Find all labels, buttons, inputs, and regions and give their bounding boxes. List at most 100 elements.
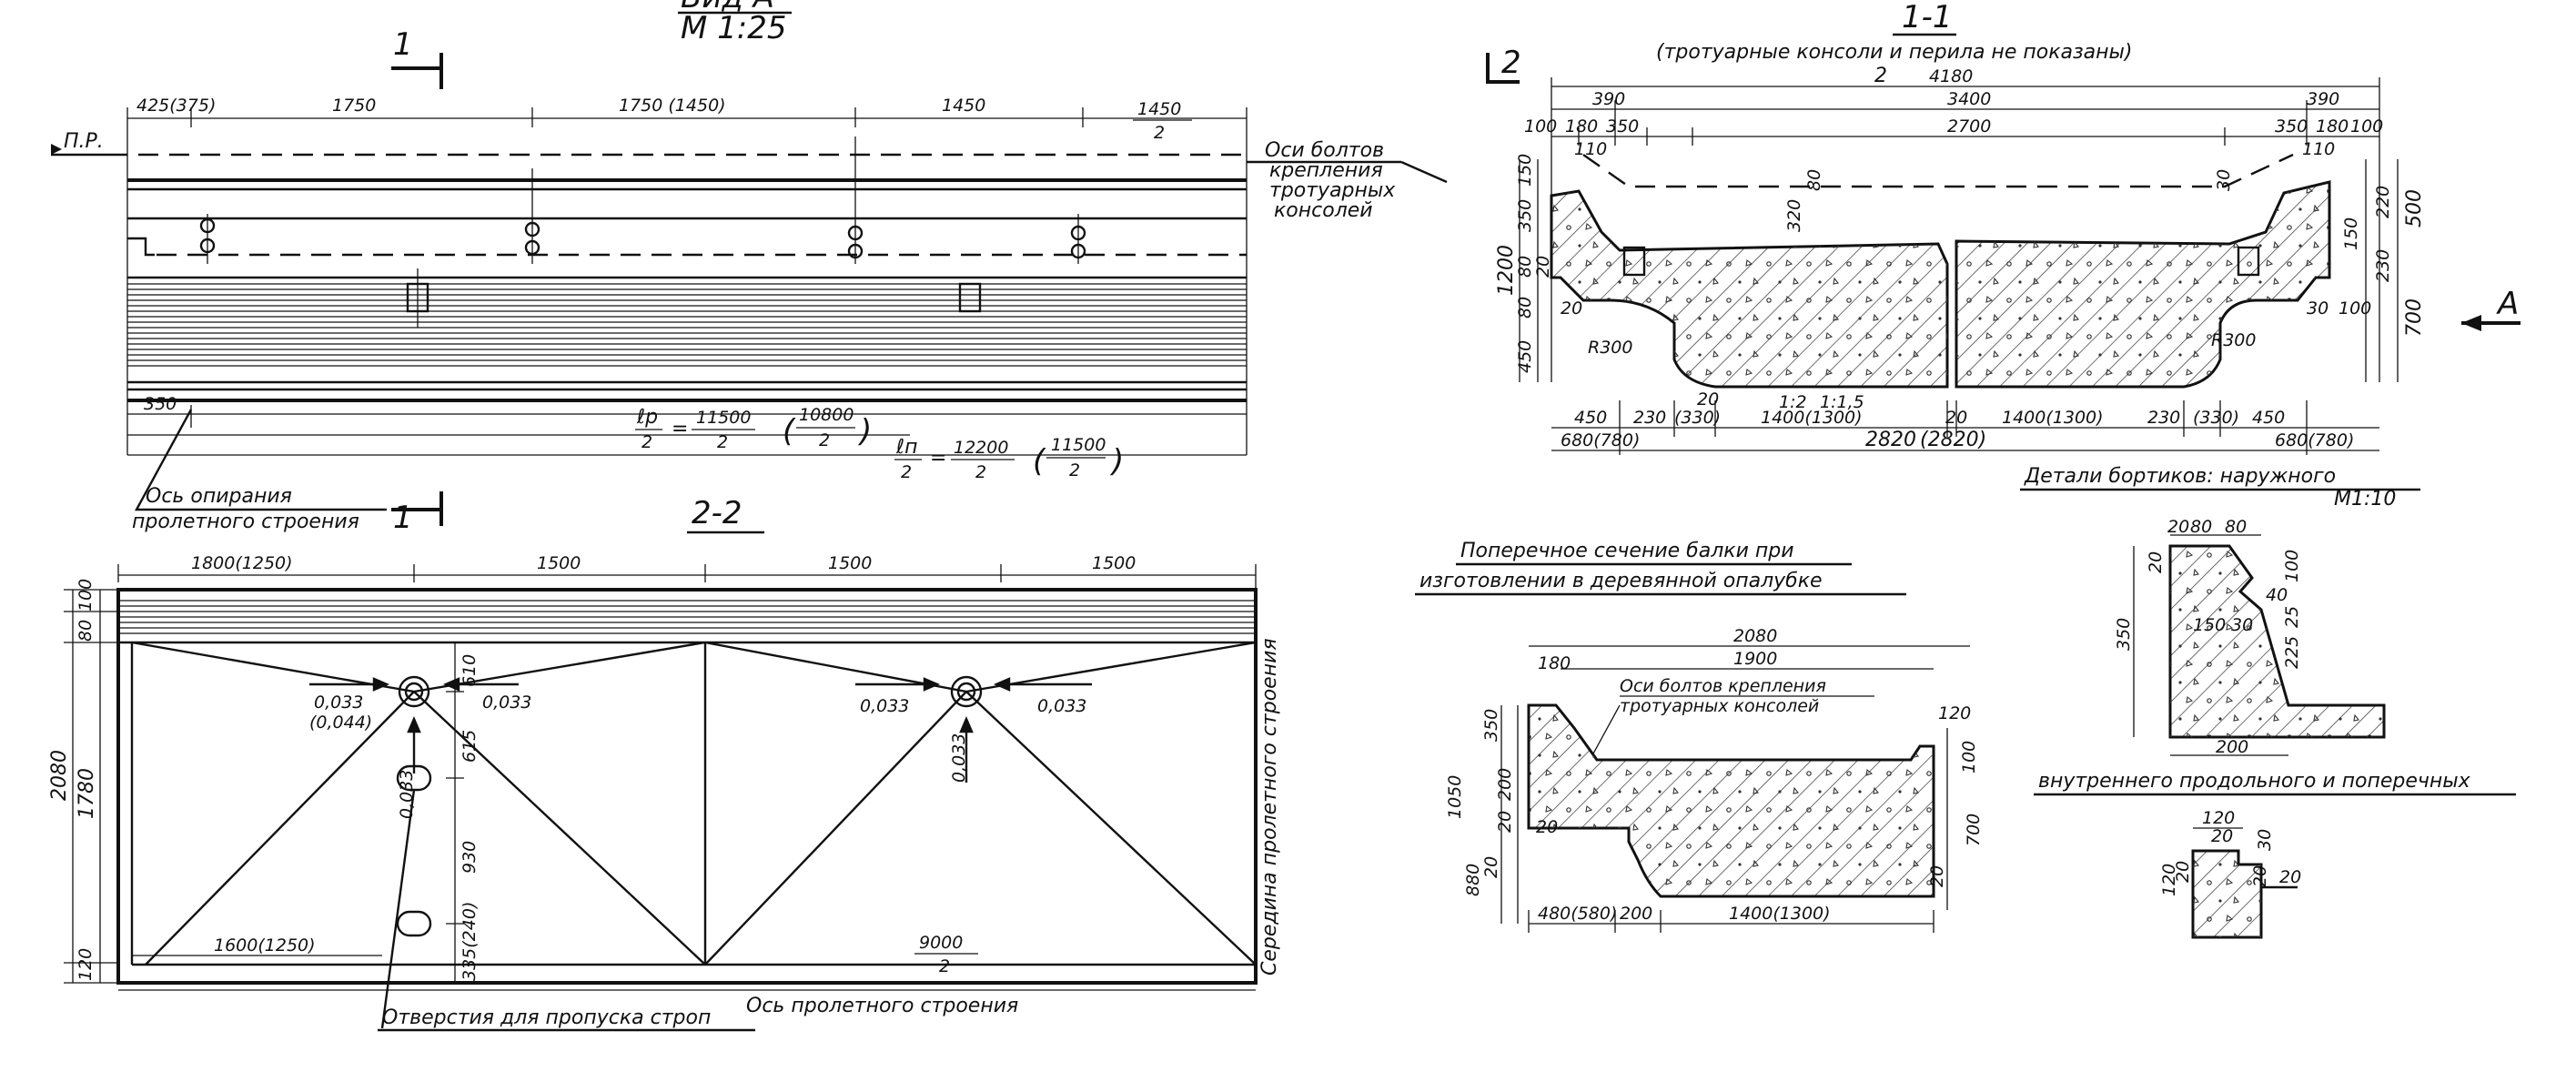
side-dim: 1750 (1450) <box>619 96 726 116</box>
wooden-formwork-section: Поперечное сечение балки при изготовлени… <box>1415 540 1984 933</box>
slope-label: 1:2 <box>1779 392 1807 412</box>
sec-inner-dim: 100 <box>2339 298 2371 318</box>
plan-deck-outline <box>116 588 1258 985</box>
sec-dim: 390 <box>1592 89 1625 109</box>
sec-bottom-dim: 450 <box>2252 408 2285 428</box>
wooden-left-dim: 1050 <box>1445 775 1465 819</box>
wooden-left-dim: 880 <box>1463 864 1483 896</box>
hole-dim: 615 <box>460 730 480 763</box>
slope-label: 0,033 <box>949 733 969 783</box>
slope-label: 0,033 <box>860 696 909 716</box>
curb-details: Детали бортиков: наружного М1:10 20 80 8… <box>2020 465 2516 939</box>
sec-inner-dim: 320 <box>1784 199 1804 232</box>
curb-dim: 350 <box>2114 618 2134 651</box>
sec-inner-dim: 110 <box>2302 139 2335 159</box>
wooden-bottom-dim: 200 <box>1620 904 1652 924</box>
curb-dim: 20 <box>2146 551 2166 573</box>
sling-leader <box>380 789 416 1029</box>
hole-dim: 930 <box>460 841 480 874</box>
cut-mark-2-small: 2 <box>1874 65 1887 87</box>
sec-bottom-dim: 450 <box>1574 408 1607 428</box>
curb-dim: 80 <box>2190 517 2212 537</box>
svg-text:ℓр: ℓр <box>636 406 658 429</box>
svg-text:2: 2 <box>717 432 728 452</box>
sec-overall-dim: 680(780) <box>2275 430 2354 450</box>
sec-dim: 100 <box>2350 116 2383 136</box>
sec-vdim: 700 <box>2403 298 2426 337</box>
sec-bottom-dim: 230 <box>1633 408 1666 428</box>
sec-bottom-dim: (330) <box>1674 408 1721 428</box>
plan-vdim: 2080 <box>48 750 71 801</box>
sec-overall-dim: 2820 <box>1865 429 1916 451</box>
wooden-dim: 2080 <box>1733 626 1777 646</box>
sec-dim: 390 <box>2307 89 2339 109</box>
curb-inner-dim: 30 <box>2255 829 2275 851</box>
curb-dim: 40 <box>2266 585 2288 605</box>
sec-inner-dim: 30 <box>2307 298 2329 318</box>
wooden-left-dim: 200 <box>1495 768 1515 801</box>
lifting-loop <box>958 282 982 313</box>
bolt-axes-label: Оси болтов крепления тротуарных консолей <box>1247 139 1448 222</box>
wooden-left-dim: 350 <box>1481 709 1501 742</box>
wooden-right-dim: 100 <box>1959 741 1979 774</box>
wooden-left-dim: 20 <box>1495 811 1515 833</box>
support-axis-label: пролетного строения <box>132 511 359 533</box>
sec-overall-dim: 680(780) <box>1561 430 1640 450</box>
wooden-title: Поперечное сечение балки при <box>1460 540 1794 562</box>
bolt-markers <box>199 217 1086 259</box>
level-mark-label: П.Р. <box>64 130 104 153</box>
svg-text:2: 2 <box>901 462 912 482</box>
svg-text:крепления: крепления <box>1269 159 1383 182</box>
sec-dim: 4180 <box>1929 66 1973 86</box>
support-axis-label: Ось опирания <box>146 485 292 508</box>
sec-inner-dim: 20 <box>1561 298 1582 318</box>
sec-bottom-dim: 230 <box>2147 408 2180 428</box>
svg-text:11500: 11500 <box>1051 435 1106 455</box>
curb-dim: 150 <box>2193 615 2226 635</box>
top-header: Вид А М 1:25 <box>678 0 792 46</box>
sec-dim: 2700 <box>1947 116 1991 136</box>
side-dim: 1750 <box>332 96 376 116</box>
plan-vdim: 120 <box>76 948 96 981</box>
sec-vdim: 1200 <box>1495 245 1518 296</box>
curb-inner-dim: 20 <box>2279 867 2301 887</box>
sec-vdim: 450 <box>1515 340 1535 373</box>
cut-mark-1-bottom-arrow <box>391 491 443 526</box>
cut-mark-1-top: 1 <box>393 26 413 63</box>
svg-text:12200: 12200 <box>954 438 1008 458</box>
plan-dim: 1500 <box>1092 553 1136 573</box>
sec-bottom-dim: 1400(1300) <box>1761 408 1863 428</box>
plan-vdim: 1780 <box>76 768 98 819</box>
sec-dim: 350 <box>1606 116 1639 136</box>
sec-dim: 3400 <box>1947 89 1991 109</box>
sec-vdim: 80 <box>1515 256 1535 278</box>
sec-vdim: 230 <box>2373 249 2393 282</box>
lp2-formula: ℓп 2 = 12200 2 ( 11500 2 ) <box>894 435 1124 482</box>
plan-dim: 1500 <box>828 553 872 573</box>
slope-lines <box>131 641 1257 966</box>
svg-text:=: = <box>672 418 688 440</box>
wooden-title: изготовлении в деревянной опалубке <box>1419 570 1823 592</box>
sec-vdim: 220 <box>2373 186 2393 218</box>
sling-holes-label: Отверстия для пропуска строп <box>382 1006 711 1029</box>
section-subtitle: (тротуарные консоли и перила не показаны… <box>1656 41 2132 64</box>
slope-label: 0,033 <box>482 693 531 713</box>
view-label: Вид А <box>681 0 774 15</box>
curb-dim: 30 <box>2231 615 2253 635</box>
sec-inner-dim: 30 <box>2214 169 2234 191</box>
curb-bolt <box>1622 246 1646 277</box>
svg-text:2: 2 <box>641 432 652 452</box>
svg-text:10800: 10800 <box>799 405 854 425</box>
hole-dim: 335(240) <box>460 902 480 981</box>
sec-overall-dim: (2820) <box>1920 429 1986 451</box>
curb-inner-dim: 120 <box>2159 864 2179 896</box>
sec-vdim: 350 <box>1515 199 1535 232</box>
drain-icon <box>398 675 430 708</box>
plan-dim: 1800(1250) <box>191 553 293 573</box>
side-dim: 350 <box>144 394 177 414</box>
wooden-right-dim: 700 <box>1964 814 1984 846</box>
curb-inner-title: внутреннего продольного и поперечных <box>2038 770 2471 793</box>
drain-icon <box>950 675 983 708</box>
cut-mark-1-top-arrow <box>391 53 443 89</box>
wooden-dim: 1900 <box>1733 649 1777 669</box>
